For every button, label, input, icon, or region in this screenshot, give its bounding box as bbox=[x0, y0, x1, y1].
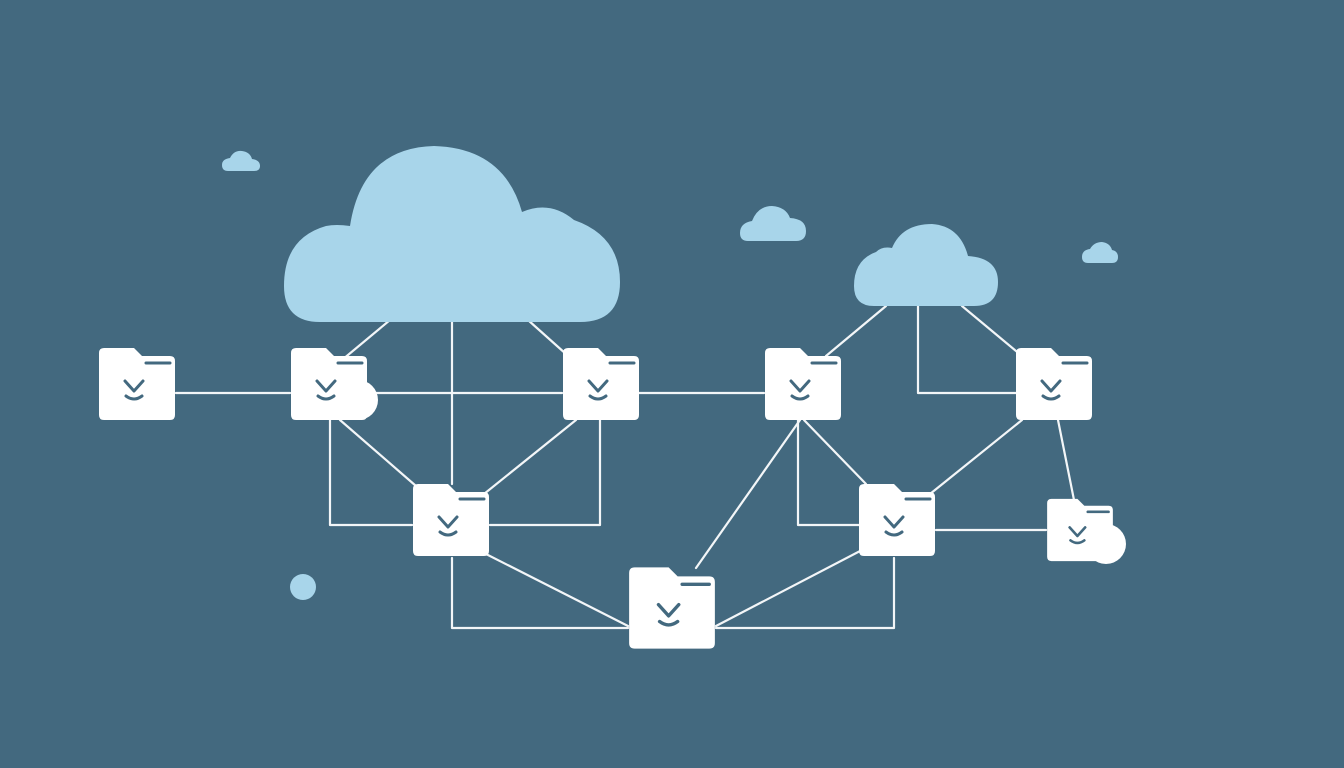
connector-line bbox=[488, 418, 602, 527]
cloud-main bbox=[284, 146, 620, 322]
folder-download-icon bbox=[562, 347, 640, 421]
folder-9[interactable] bbox=[1046, 498, 1126, 564]
folder-download-icon bbox=[858, 482, 936, 558]
folder-6[interactable] bbox=[412, 482, 490, 558]
connector-line bbox=[450, 556, 630, 630]
folder-download-icon bbox=[98, 347, 176, 421]
connector-line bbox=[928, 418, 1024, 496]
connector-line bbox=[916, 304, 1018, 395]
folder-1[interactable] bbox=[98, 347, 176, 421]
connector-line bbox=[960, 304, 1024, 358]
folder-download-icon bbox=[628, 566, 716, 650]
connector-line bbox=[482, 418, 578, 496]
cloud-small-right bbox=[1082, 242, 1118, 263]
cloud-secondary bbox=[854, 224, 998, 306]
dot-icon bbox=[290, 574, 316, 600]
cloud-icon bbox=[222, 150, 260, 171]
folder-7[interactable] bbox=[858, 482, 936, 558]
connector-lines bbox=[174, 304, 1076, 630]
folder-download-icon bbox=[1015, 347, 1093, 421]
connector-line bbox=[340, 318, 392, 362]
folder-download-icon bbox=[412, 482, 490, 558]
cloud-small-center bbox=[740, 206, 806, 241]
cloud-small-left bbox=[222, 150, 260, 171]
connector-line bbox=[328, 418, 414, 527]
folder-download-icon bbox=[764, 347, 842, 421]
cloud-icon bbox=[740, 206, 806, 241]
folder-2[interactable] bbox=[290, 347, 378, 421]
folder-download-icon bbox=[1046, 498, 1114, 562]
connector-line bbox=[482, 551, 630, 628]
folder-download-icon bbox=[290, 347, 368, 421]
folder-8[interactable] bbox=[628, 566, 716, 650]
connector-line bbox=[694, 418, 802, 570]
folder-4[interactable] bbox=[764, 347, 842, 421]
folder-3[interactable] bbox=[562, 347, 640, 421]
cloud-icon bbox=[284, 146, 620, 322]
connector-line bbox=[1056, 418, 1076, 502]
connector-line bbox=[824, 304, 888, 358]
connector-line bbox=[338, 418, 418, 488]
cloud-icon bbox=[1082, 242, 1118, 263]
connector-line bbox=[802, 418, 868, 486]
connector-line bbox=[526, 318, 568, 356]
connector-line bbox=[796, 418, 862, 527]
connector-line bbox=[714, 556, 896, 630]
connector-line bbox=[714, 548, 864, 628]
cloud-icon bbox=[854, 224, 998, 306]
folder-5[interactable] bbox=[1015, 347, 1093, 421]
